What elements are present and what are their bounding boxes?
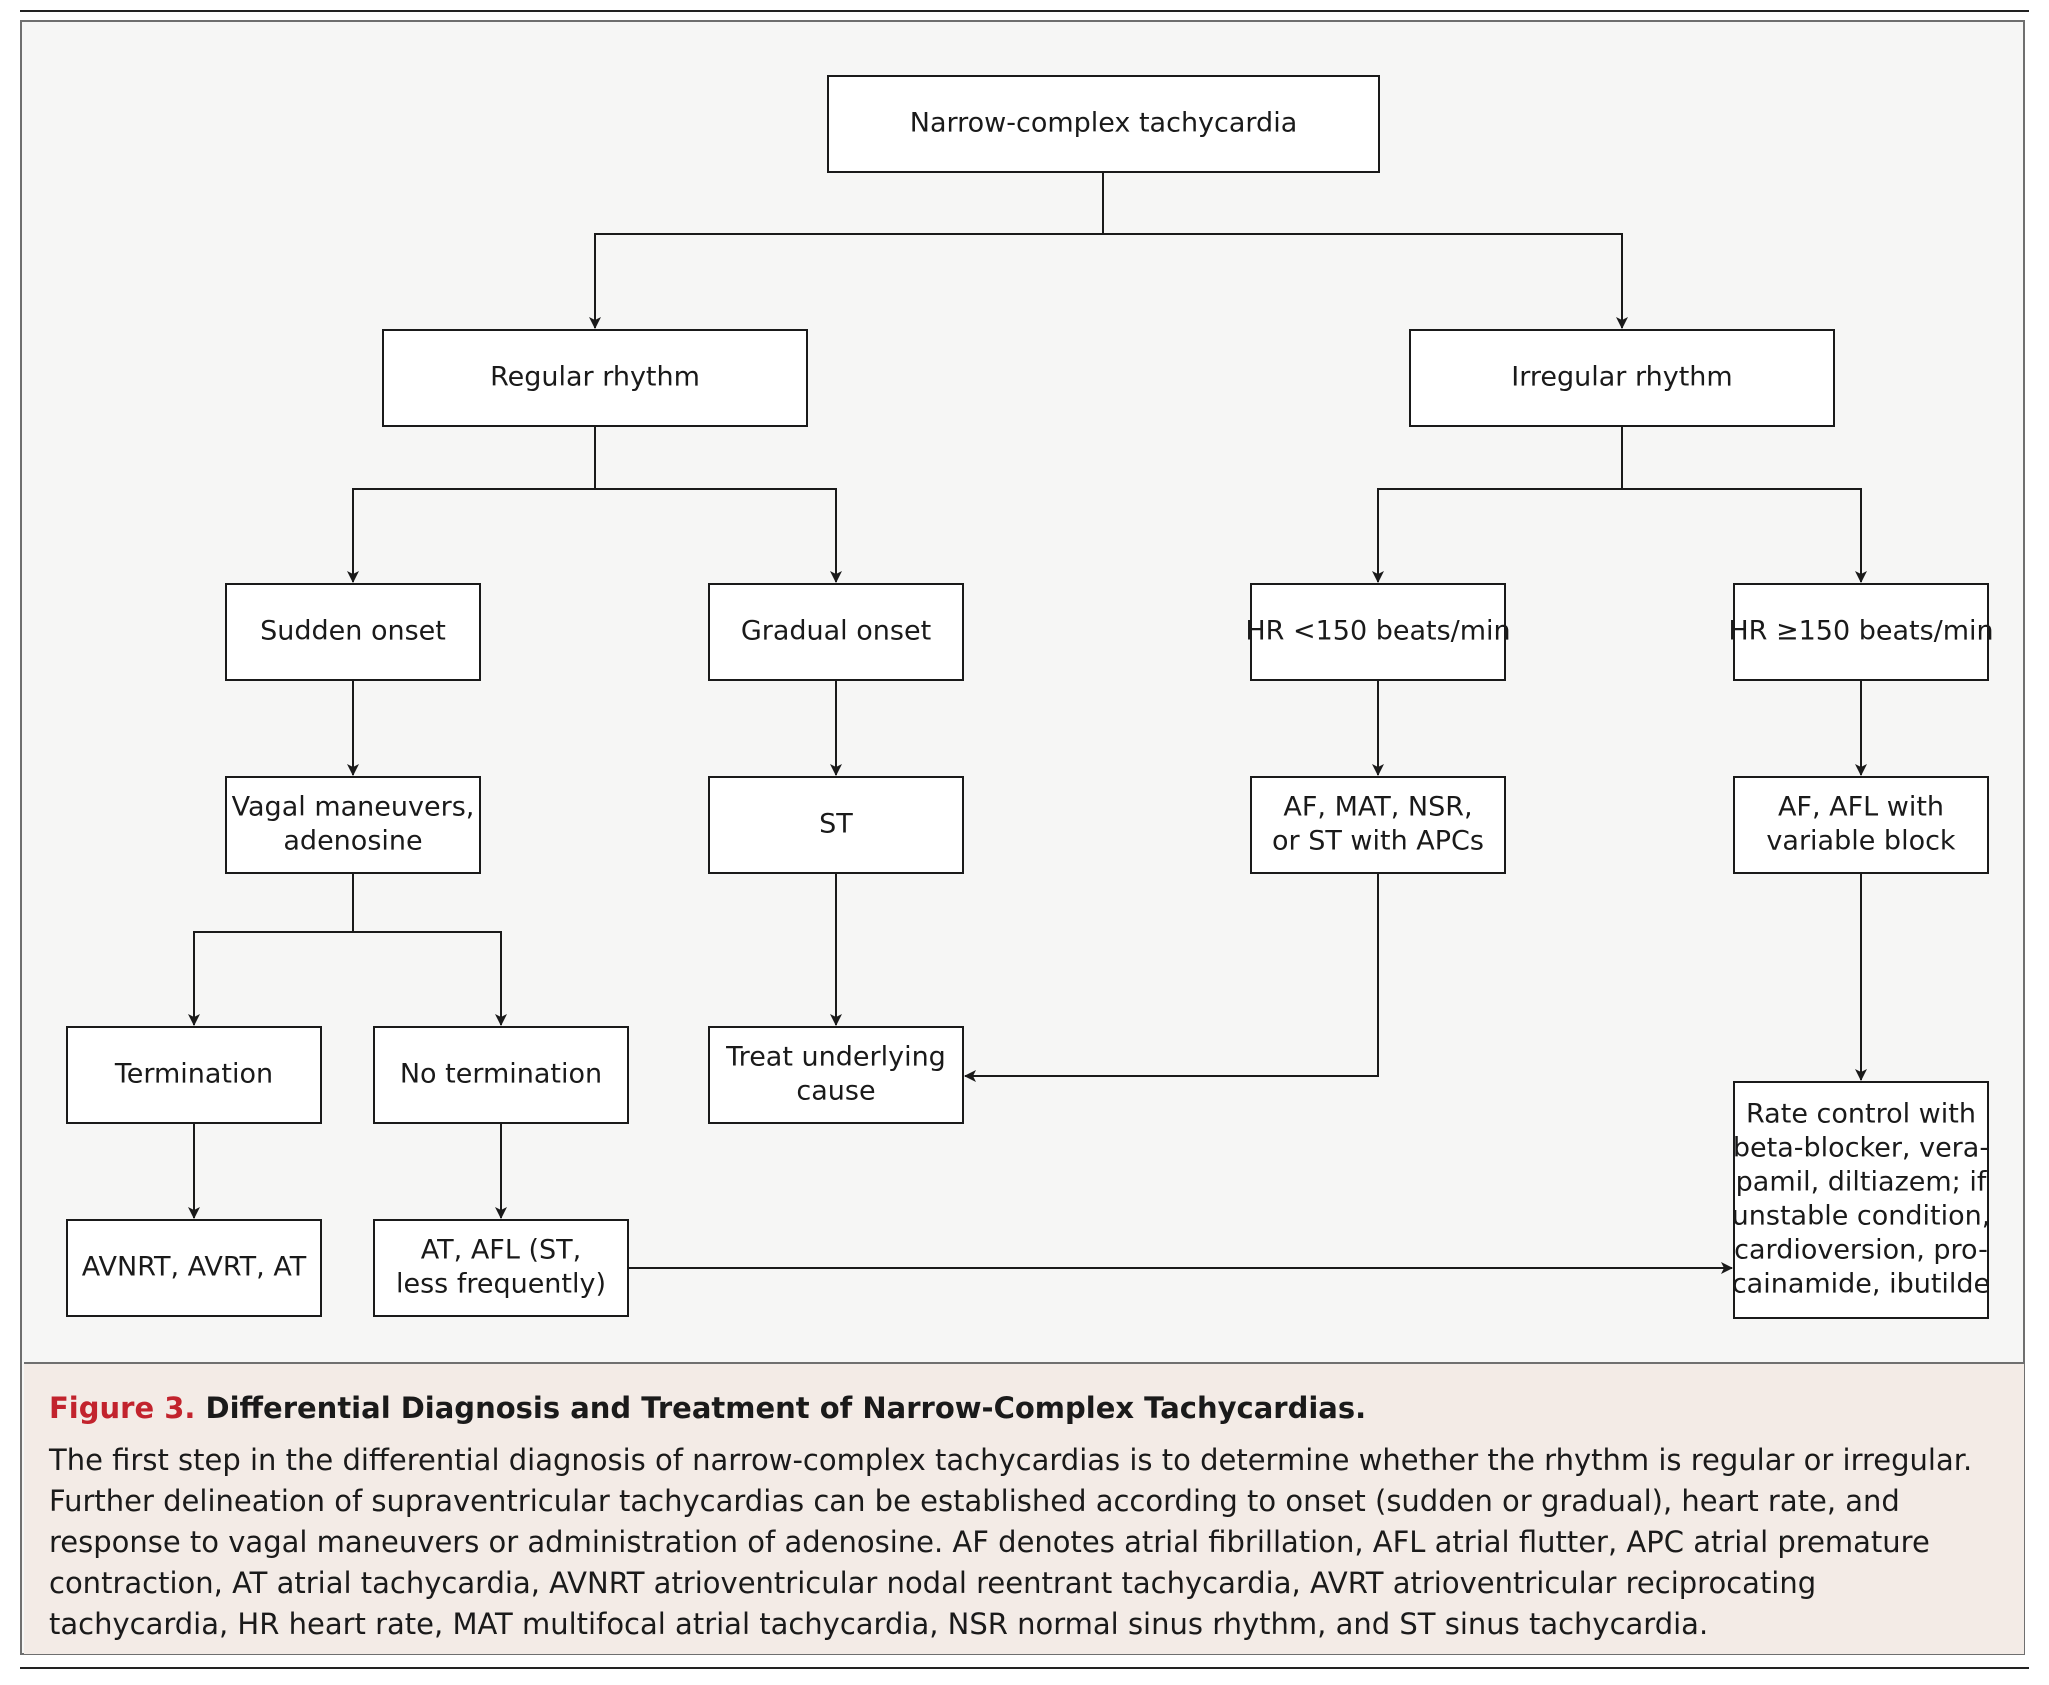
node-label: No termination	[400, 1059, 602, 1090]
edge-root-to-irregular	[1102, 172, 1628, 329]
node-avnrt: AVNRT, AVRT, AT	[66, 1219, 322, 1317]
node-box	[708, 583, 964, 681]
edge-vagal-to-termination	[188, 873, 354, 1026]
node-box	[708, 776, 964, 874]
caption-body: The first step in the differential diagn…	[49, 1443, 1973, 1641]
node-no-termination: No termination	[373, 1026, 629, 1124]
node-label: Narrow-complex tachycardia	[910, 108, 1298, 139]
node-box	[827, 75, 1380, 173]
node-label: ST	[819, 809, 853, 840]
figure-caption: Figure 3. Differential Diagnosis and Tre…	[24, 1362, 2024, 1654]
node-label: pamil, diltiazem; if	[1736, 1167, 1988, 1198]
node-hr-lt150: HR <150 beats/min	[1245, 583, 1511, 681]
bottom-rule	[20, 1667, 2029, 1669]
top-rule	[20, 10, 2029, 12]
node-root: Narrow-complex tachycardia	[827, 75, 1380, 173]
node-label: Regular rhythm	[490, 362, 700, 393]
node-box	[225, 583, 481, 681]
node-box	[1733, 583, 1989, 681]
node-box	[1733, 776, 1989, 874]
node-box	[373, 1026, 629, 1124]
node-af-mat: AF, MAT, NSR,or ST with APCs	[1250, 776, 1506, 874]
node-box	[1250, 776, 1506, 874]
node-box	[708, 1026, 964, 1124]
edge-irregular-to-hr_lt150	[1372, 426, 1623, 583]
node-label: variable block	[1766, 826, 1956, 857]
node-gradual: Gradual onset	[708, 583, 964, 681]
node-label: HR <150 beats/min	[1245, 616, 1510, 647]
node-label: AF, MAT, NSR,	[1283, 792, 1472, 823]
caption-title-line: Figure 3. Differential Diagnosis and Tre…	[49, 1388, 2004, 1428]
node-label: or ST with APCs	[1272, 826, 1484, 857]
node-label: cardioversion, pro-	[1734, 1235, 1988, 1266]
node-label: Vagal maneuvers,	[232, 792, 475, 823]
node-label: cause	[796, 1076, 875, 1107]
edge-af_mat-to-treat	[964, 873, 1379, 1082]
node-irregular: Irregular rhythm	[1409, 329, 1835, 427]
node-box	[1250, 583, 1506, 681]
edge-regular-to-sudden	[347, 426, 596, 583]
node-box	[373, 1219, 629, 1317]
node-label: Treat underlying	[725, 1042, 946, 1073]
node-regular: Regular rhythm	[382, 329, 808, 427]
edge-root-to-regular	[589, 172, 1104, 329]
node-box	[66, 1026, 322, 1124]
caption-label: Figure 3.	[49, 1391, 196, 1425]
node-hr-ge150: HR ≥150 beats/min	[1728, 583, 1994, 681]
node-label: Gradual onset	[741, 616, 931, 647]
node-label: Rate control with	[1746, 1099, 1976, 1130]
node-label: adenosine	[283, 826, 422, 857]
node-box	[1733, 1081, 1989, 1319]
node-label: less frequently)	[396, 1269, 606, 1300]
edge-vagal-to-no_termination	[352, 873, 507, 1026]
caption-title: Differential Diagnosis and Treatment of …	[205, 1391, 1367, 1425]
node-sudden: Sudden onset	[225, 583, 481, 681]
node-box	[1409, 329, 1835, 427]
node-at-afl: AT, AFL (ST,less frequently)	[373, 1219, 629, 1317]
node-label: cainamide, ibutilde	[1732, 1269, 1990, 1300]
node-label: HR ≥150 beats/min	[1728, 616, 1993, 647]
node-box	[66, 1219, 322, 1317]
node-label: unstable condition,	[1732, 1201, 1991, 1232]
edge-irregular-to-hr_ge150	[1621, 426, 1867, 583]
node-label: Termination	[114, 1059, 273, 1090]
node-label: Irregular rhythm	[1511, 362, 1732, 393]
node-st: ST	[708, 776, 964, 874]
node-label: beta-blocker, vera-	[1733, 1133, 1989, 1164]
node-box	[382, 329, 808, 427]
node-label: Sudden onset	[260, 616, 446, 647]
node-label: AF, AFL with	[1778, 792, 1944, 823]
node-label: AVNRT, AVRT, AT	[82, 1252, 307, 1283]
node-termination: Termination	[66, 1026, 322, 1124]
edge-regular-to-gradual	[594, 426, 842, 583]
node-label: AT, AFL (ST,	[421, 1235, 581, 1266]
node-vagal: Vagal maneuvers,adenosine	[225, 776, 481, 874]
node-box	[225, 776, 481, 874]
